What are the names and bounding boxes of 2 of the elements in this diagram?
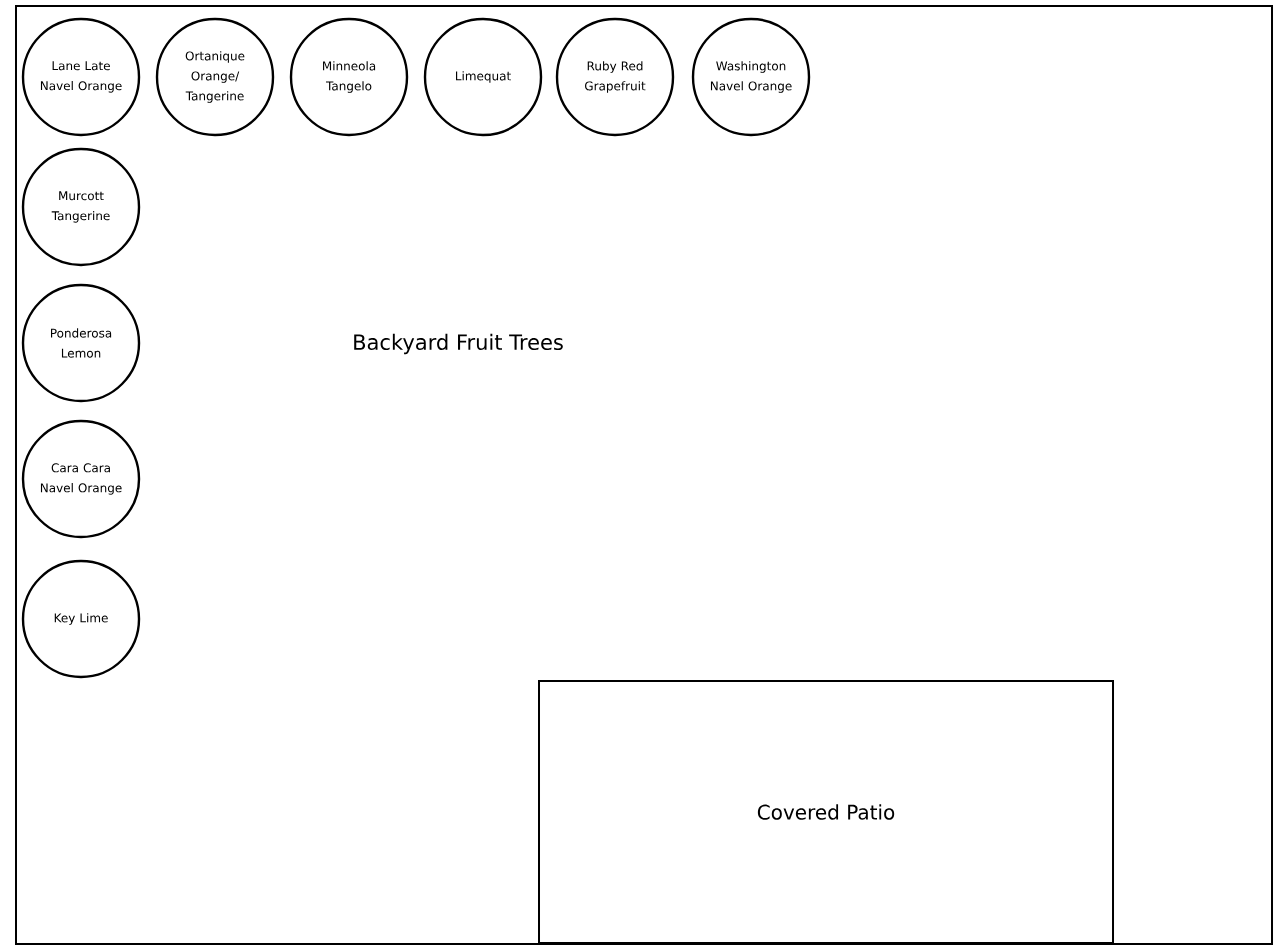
yard-title: Backyard Fruit Trees bbox=[354, 333, 563, 355]
patio-box: Covered Patio bbox=[538, 680, 1114, 944]
